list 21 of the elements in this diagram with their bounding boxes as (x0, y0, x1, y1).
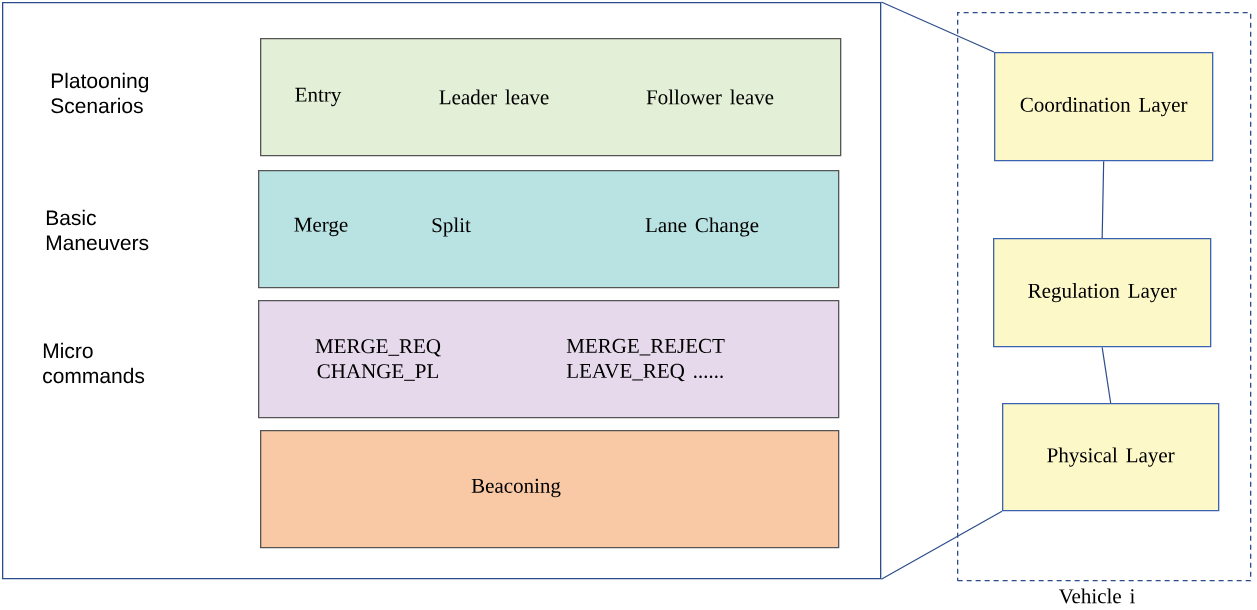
connector-line (880, 1, 995, 53)
band-label: Lane Change (645, 217, 759, 237)
panel-frame (2, 2, 882, 580)
layer-box: Coordination Layer (994, 52, 1214, 162)
frame-caption: Vehicle i (1058, 588, 1135, 604)
band-label: MERGE_REQ CHANGE_PL (315, 339, 441, 381)
layer-box: Regulation Layer (993, 238, 1212, 348)
band-label: MERGE_REJECT LEAVE_REQ ...... (566, 338, 725, 382)
connector-line (1101, 346, 1112, 404)
band-label: Merge (294, 217, 348, 237)
band-label: Follower leave (646, 89, 774, 105)
band-label: Split (432, 217, 471, 237)
connector-line (1101, 160, 1105, 239)
band-label: Leader leave (439, 89, 549, 105)
connector-line (880, 510, 1003, 580)
row-heading: Basic Maneuvers (46, 209, 149, 251)
layer-box: Physical Layer (1002, 403, 1220, 512)
band-label: Entry (295, 87, 342, 107)
band-label: Beaconing (471, 478, 561, 498)
row-heading: Micro commands (43, 342, 145, 384)
row-heading: Platooning Scenarios (51, 72, 149, 114)
